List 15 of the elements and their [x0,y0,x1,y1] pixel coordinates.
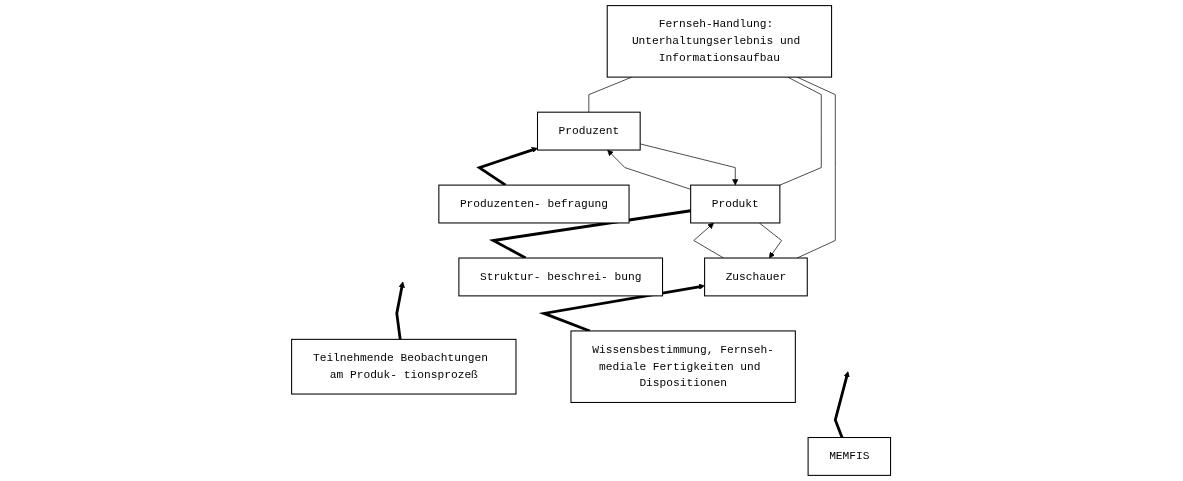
connector [489,209,692,260]
node-box: Produkt [690,184,781,224]
connector [797,76,837,259]
arrow [834,371,851,438]
node-box: MEMFIS [807,437,892,476]
node-box: Wissensbestimmung, Fernseh-mediale Fertigkeiten und Dispositionen [570,330,797,403]
node-box: Fernseh-Handlung: Unterhaltungserlebnis und Informationsaufbau [607,5,833,78]
node-box: Teilnehmende Beobachtungen am Produk- tionsprozeß [291,338,517,395]
node-box: Produzenten- befragung [438,184,630,224]
node-box: Produzent [537,111,642,151]
connector [779,76,823,186]
arrow [395,281,406,340]
node-box: Struktur- beschrei- bung [458,257,664,297]
node-box: Zuschauer [704,257,809,297]
arrow [476,147,539,187]
